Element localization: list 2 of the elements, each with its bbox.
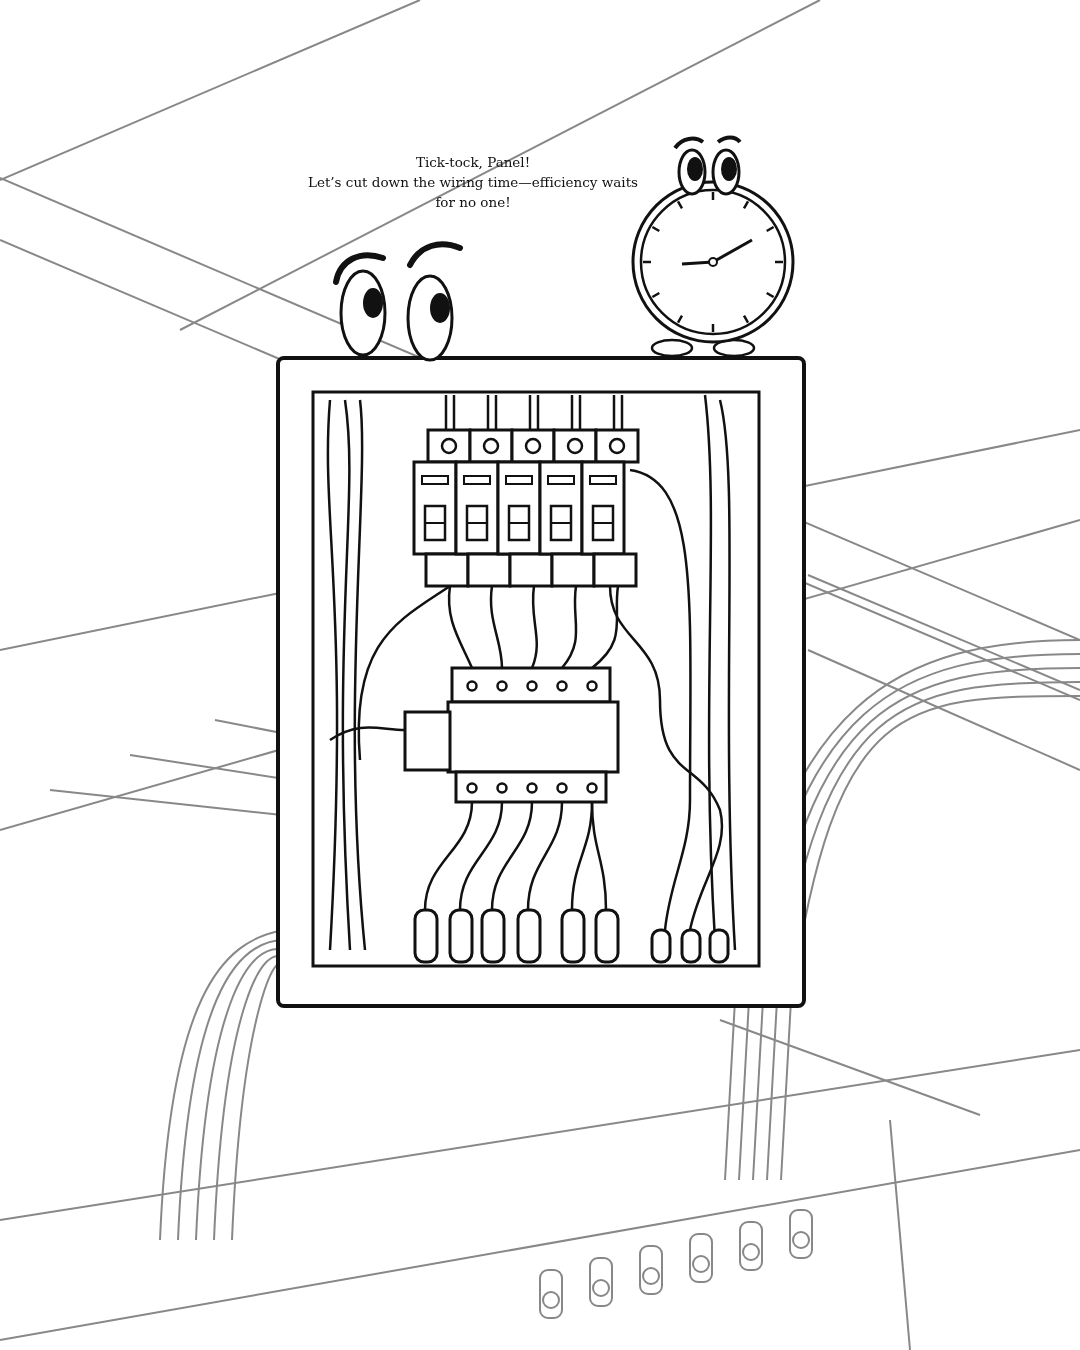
speech-text: Tick-tock, Panel! (414, 153, 532, 172)
speech-text: Let’s cut down the wiring time—efficiency waits for no one! (306, 173, 640, 212)
